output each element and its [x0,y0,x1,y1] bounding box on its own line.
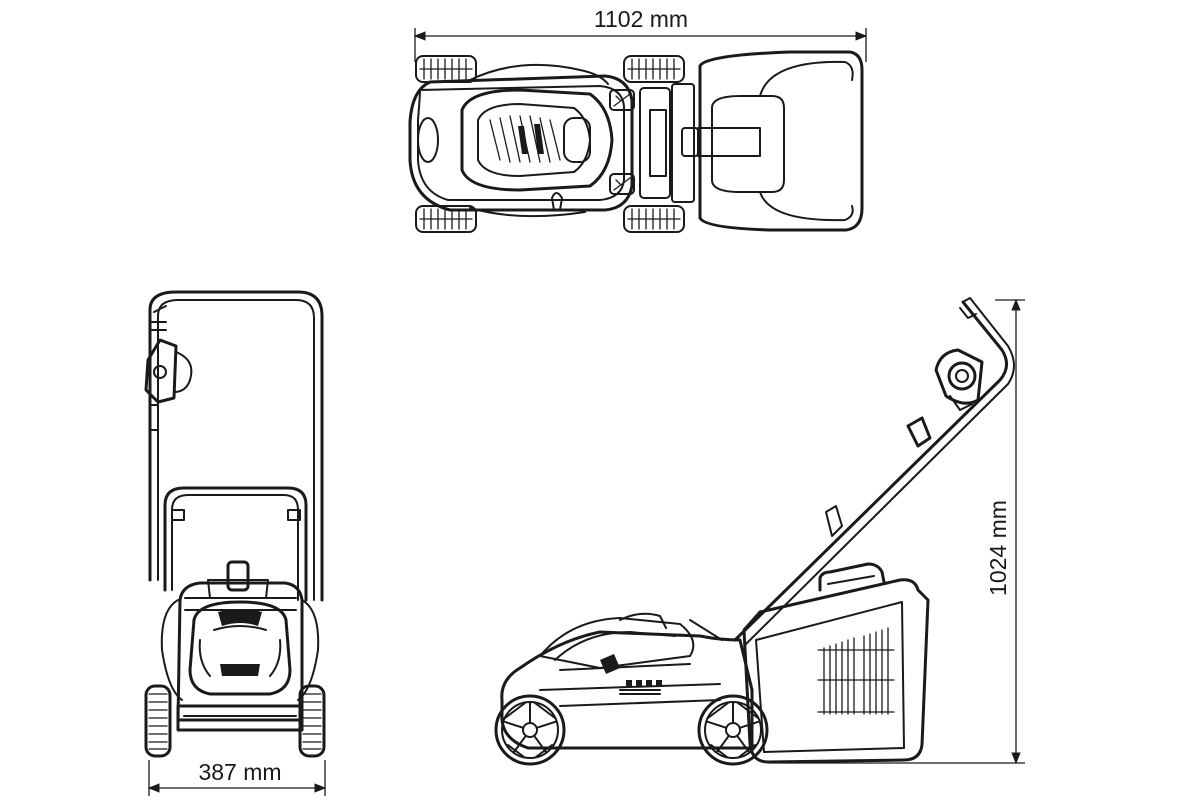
grass-box-vents [817,627,895,715]
motor-cover [460,88,614,192]
length-dimension: 1102 mm [413,6,868,62]
height-dimension: 1024 mm [768,298,1025,765]
front-deck [176,581,304,722]
deck-outline [408,74,634,212]
switch-box [144,338,178,404]
side-front-wheel [697,694,769,766]
front-left-wheel [144,684,172,758]
side-deck [500,630,754,750]
front-view: 387 mm [144,290,327,796]
length-dimension-label: 1102 mm [594,6,688,32]
width-dimension: 387 mm [147,759,327,796]
top-right-front-wheel [623,55,685,83]
side-grass-box [742,578,930,764]
top-view: 1102 mm [408,6,868,233]
side-view: 1024 mm [494,297,1025,766]
height-dimension-label: 1024 mm [985,500,1011,596]
width-dimension-label: 387 mm [198,759,281,785]
side-handle [733,300,1008,642]
front-handle [148,290,324,602]
top-left-rear-wheel [415,55,477,83]
bottom-right-front-wheel [623,205,685,233]
grass-box [698,50,864,232]
front-right-wheel [298,684,326,758]
